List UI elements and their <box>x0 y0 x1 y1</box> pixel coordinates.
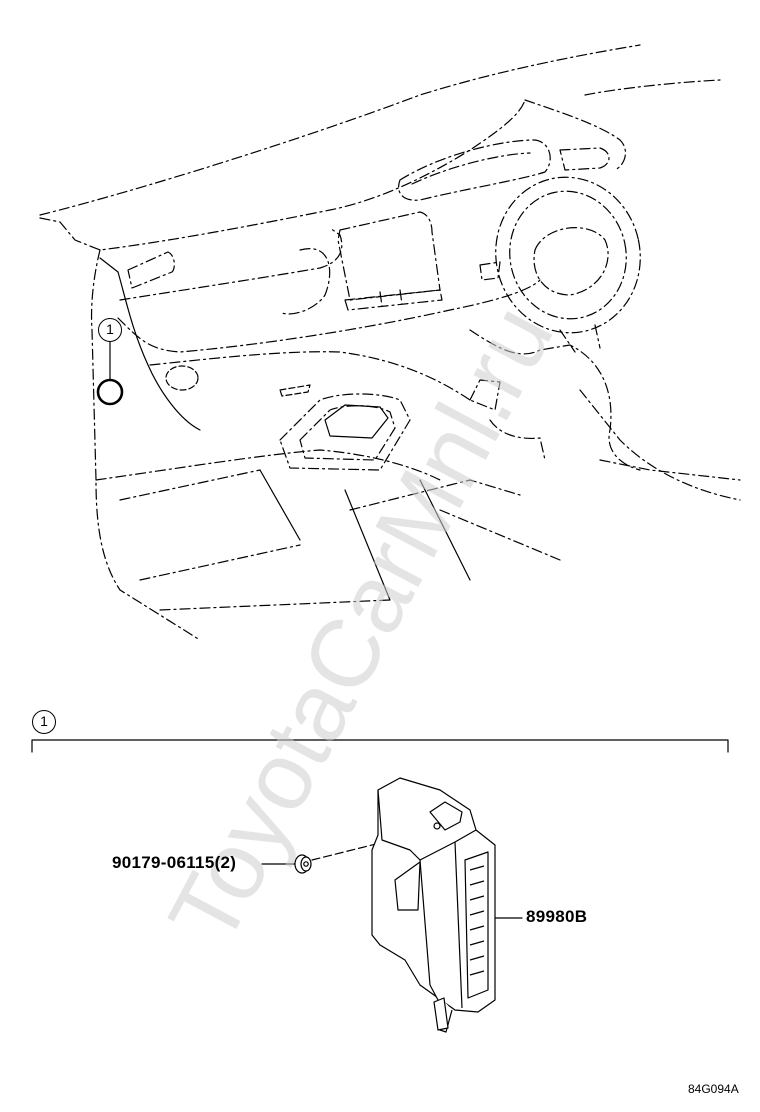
module-part-number: 89980B <box>526 907 588 926</box>
floor-line-3 <box>349 479 561 561</box>
left-panel-inner <box>99 257 201 431</box>
right-lower-panel <box>469 329 641 471</box>
console-shelf-inner <box>299 405 396 461</box>
console-upper <box>149 351 471 401</box>
control-module <box>371 777 496 1033</box>
cluster-hood-inner <box>411 152 531 185</box>
callout-location-1: 1 <box>98 318 122 342</box>
right-vent <box>559 147 610 171</box>
dash-upper-right <box>524 99 627 171</box>
callout-detail-1: 1 <box>32 710 56 734</box>
cluster-hood <box>398 139 551 201</box>
floor-line-1 <box>119 469 391 611</box>
left-panel <box>90 249 201 641</box>
windshield-edge <box>39 44 641 216</box>
module-location-marker <box>96 378 124 406</box>
steering-wheel-inner <box>509 190 627 320</box>
right-pedal-area <box>469 379 546 461</box>
console-cup <box>324 404 389 439</box>
steering-column <box>479 261 601 353</box>
dash-top-line <box>39 99 526 251</box>
dash-molding-2 <box>117 279 541 353</box>
figure-code: 84G094A <box>688 1082 739 1096</box>
center-vents <box>344 289 443 311</box>
detail-frame <box>31 739 729 753</box>
center-display <box>337 211 441 301</box>
bolt-part <box>294 854 312 874</box>
dash-molding <box>119 227 343 301</box>
dash-curve <box>279 248 331 315</box>
floor-line-2 <box>259 469 471 601</box>
a-pillar-right <box>584 79 721 96</box>
lower-dash <box>95 449 441 481</box>
bolt-part-number: 90179-06115(2) <box>112 853 237 872</box>
glovebox-slot <box>279 384 311 397</box>
left-vent <box>127 251 175 289</box>
glovebox-knob <box>165 365 199 391</box>
steering-wheel-outer <box>495 176 641 334</box>
steering-hub <box>533 227 609 296</box>
right-floor <box>579 389 741 501</box>
console-shelf <box>279 393 411 471</box>
